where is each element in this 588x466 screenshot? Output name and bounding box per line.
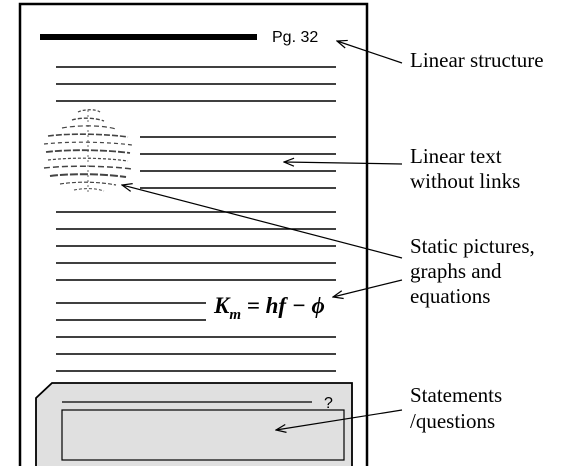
arrow-linear-text — [284, 162, 403, 164]
arrow-equation — [333, 279, 403, 297]
page-number: Pg. 32 — [272, 29, 318, 46]
equation-lhs: K — [213, 293, 231, 318]
arrow-statements — [276, 409, 403, 430]
question-mark: ? — [324, 395, 333, 412]
annotation-linear-text: Linear text without links — [410, 144, 520, 193]
answer-box — [61, 409, 345, 461]
arrows — [122, 41, 403, 430]
annotation-static-pictures: Static pictures, graphs and equations — [410, 234, 540, 308]
equation-subscript: m — [229, 307, 241, 323]
arrow-picture — [122, 185, 403, 259]
annotation-statements: Statements /questions — [410, 383, 507, 433]
equation-rhs: = hf − ϕ — [241, 293, 325, 318]
equation: Km = hf − ϕ — [213, 293, 325, 323]
arrow-linear-structure — [337, 41, 403, 64]
blurred-picture-icon — [43, 109, 133, 192]
annotation-linear-structure: Linear structure — [410, 48, 544, 72]
